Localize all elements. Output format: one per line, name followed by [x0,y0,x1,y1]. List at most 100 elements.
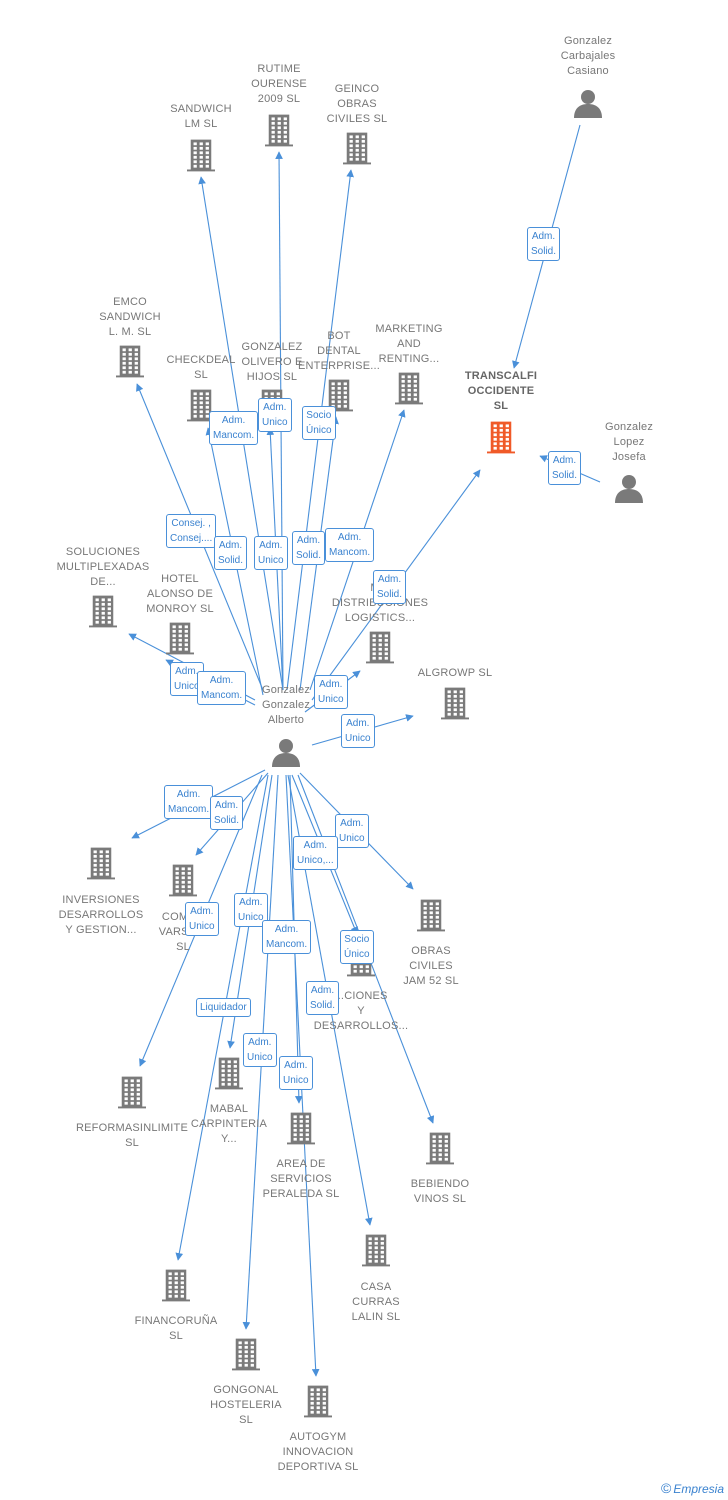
role-label: Adm. Unico [254,536,288,570]
role-label: Adm. Solid. [527,227,561,261]
building-icon [215,1057,243,1089]
role-label: Adm. Solid. [306,981,340,1015]
role-label: Adm. Solid. [292,531,326,565]
node-label: RUTIME OURENSE 2009 SL [251,63,307,105]
node-label: FINANCORUÑA SL [134,1315,218,1342]
node-label: Gonzalez Gonzalez Alberto [261,684,311,726]
company-node[interactable]: MABAL CARPINTERIA Y... [164,1057,294,1148]
node-label: GEINCO OBRAS CIVILES SL [326,83,388,125]
node-label: EMCO SANDWICH L. M. SL [99,296,161,338]
role-label: Consej. , Consej.... [166,514,217,548]
role-label: Adm. Mancom. [164,785,214,819]
building-icon [325,379,353,411]
building-icon [265,114,293,146]
node-label: BEBIENDO VINOS SL [410,1178,470,1205]
company-node[interactable]: SANDWICH LM SL [136,102,266,177]
role-label: Adm. Solid. [214,536,248,570]
company-node[interactable]: COMP... VARSO... SL [118,864,248,956]
node-label: CASA CURRAS LALIN SL [351,1281,401,1323]
brand-logo[interactable]: ©Empresia [661,1480,724,1496]
building-icon [116,345,144,377]
node-label: COMP... VARSO... SL [158,911,208,953]
company-node[interactable]: OBRAS CIVILES JAM 52 SL [366,899,496,990]
role-label: Adm. Mancom. [262,920,312,954]
building-icon [166,622,194,654]
node-label: MABAL CARPINTERIA Y... [190,1103,268,1145]
company-node[interactable]: FINANCORUÑA SL [111,1269,241,1345]
node-label: SOLUCIONES MULTIPLEXADAS DE... [56,546,150,588]
node-label: Gonzalez Lopez Josefa [604,421,654,463]
company-node[interactable]: BEBIENDO VINOS SL [375,1132,505,1208]
role-label: Adm. Unico [314,675,348,709]
building-icon [426,1132,454,1164]
person-node[interactable]: Gonzalez Carbajales Casiano [523,34,653,123]
building-icon [366,631,394,663]
role-label: Adm. Solid. [373,570,407,604]
brand-name: Empresia [673,1482,724,1496]
role-label: Adm. Solid. [548,451,582,485]
node-label: GONZALEZ OLIVERO E HIJOS SL [241,341,303,383]
company-node[interactable]: REFORMASINLIMITE SL [67,1076,197,1152]
role-label: Socio Único [340,930,374,964]
node-label: AUTOGYM INNOVACION DEPORTIVA SL [277,1431,359,1473]
node-label: MARKETING AND RENTING... [375,323,443,365]
company-node[interactable]: GONGONAL HOSTELERIA SL [181,1338,311,1429]
building-icon [304,1385,332,1417]
company-node[interactable]: RUTIME OURENSE 2009 SL [214,62,344,152]
role-label: Adm. Unico [335,814,369,848]
person-icon [574,90,602,118]
role-label: Adm. Mancom. [209,411,259,445]
person-icon [272,739,300,767]
company-node[interactable]: MARKETING AND RENTING... [344,322,474,410]
role-label: Adm. Mancom. [197,671,247,705]
role-label: Adm. Solid. [210,796,244,830]
node-label: OBRAS CIVILES JAM 52 SL [403,945,459,987]
node-label: CHECKDEAL SL [166,354,236,381]
role-label: Adm. Unico,... [293,836,338,870]
building-icon [187,389,215,421]
building-icon [162,1269,190,1301]
building-icon [441,687,469,719]
building-icon [118,1076,146,1108]
company-node[interactable]: GEINCO OBRAS CIVILES SL [292,82,422,170]
edge-central-to-company [175,774,269,1261]
building-icon [232,1338,260,1370]
node-label: GONGONAL HOSTELERIA SL [210,1384,282,1426]
role-label: Adm. Unico [243,1033,277,1067]
company-node[interactable]: SOLUCIONES MULTIPLEXADAS DE... [38,545,168,633]
company-node[interactable]: BOT DENTAL ENTERPRISE... [274,329,404,417]
node-label: BOT DENTAL ENTERPRISE... [297,330,381,372]
building-icon [169,864,197,896]
node-label: INVERSIONES DESARROLLOS Y GESTION... [58,894,144,936]
building-icon [362,1234,390,1266]
role-label: Liquidador [196,998,251,1017]
company-node[interactable]: EMCO SANDWICH L. M. SL [65,295,195,383]
node-label: ALGROWP SL [417,667,493,679]
role-label: Adm. Mancom. [325,528,375,562]
company-node[interactable]: AUTOGYM INNOVACION DEPORTIVA SL [253,1385,383,1476]
company-node[interactable]: ALGROWP SL [390,666,520,725]
building-icon [287,1112,315,1144]
role-label: Socio Único [302,406,336,440]
building-icon [89,595,117,627]
company-node[interactable]: INVERSIONES DESARROLLOS Y GESTION... [36,847,166,939]
building-icon [395,372,423,404]
central-person-node[interactable]: Gonzalez Gonzalez Alberto [221,683,351,772]
role-label: Adm. Unico [341,714,375,748]
node-label: SANDWICH LM SL [170,103,232,130]
company-node[interactable]: HOTEL ALONSO DE MONROY SL [115,572,245,660]
company-node[interactable]: CHECKDEAL SL [136,353,266,427]
company-node[interactable]: AREA DE SERVICIOS PERALEDA SL [236,1112,366,1203]
node-label: AREA DE SERVICIOS PERALEDA SL [262,1158,340,1200]
building-icon [187,139,215,171]
focus-company-node[interactable]: TRANSCALFI OCCIDENTE SL [436,369,566,459]
node-label: TRANSCALFI OCCIDENTE SL [464,370,538,412]
role-label: Adm. Unico [185,902,219,936]
person-node[interactable]: Gonzalez Lopez Josefa [564,420,694,508]
node-label: ...CIONES Y DESARROLLOS... [313,990,409,1032]
node-label: HOTEL ALONSO DE MONROY SL [146,573,214,615]
company-node[interactable]: CASA CURRAS LALIN SL [311,1234,441,1326]
role-label: Adm. Unico [234,893,268,927]
role-label: Adm. Unico [258,398,292,432]
